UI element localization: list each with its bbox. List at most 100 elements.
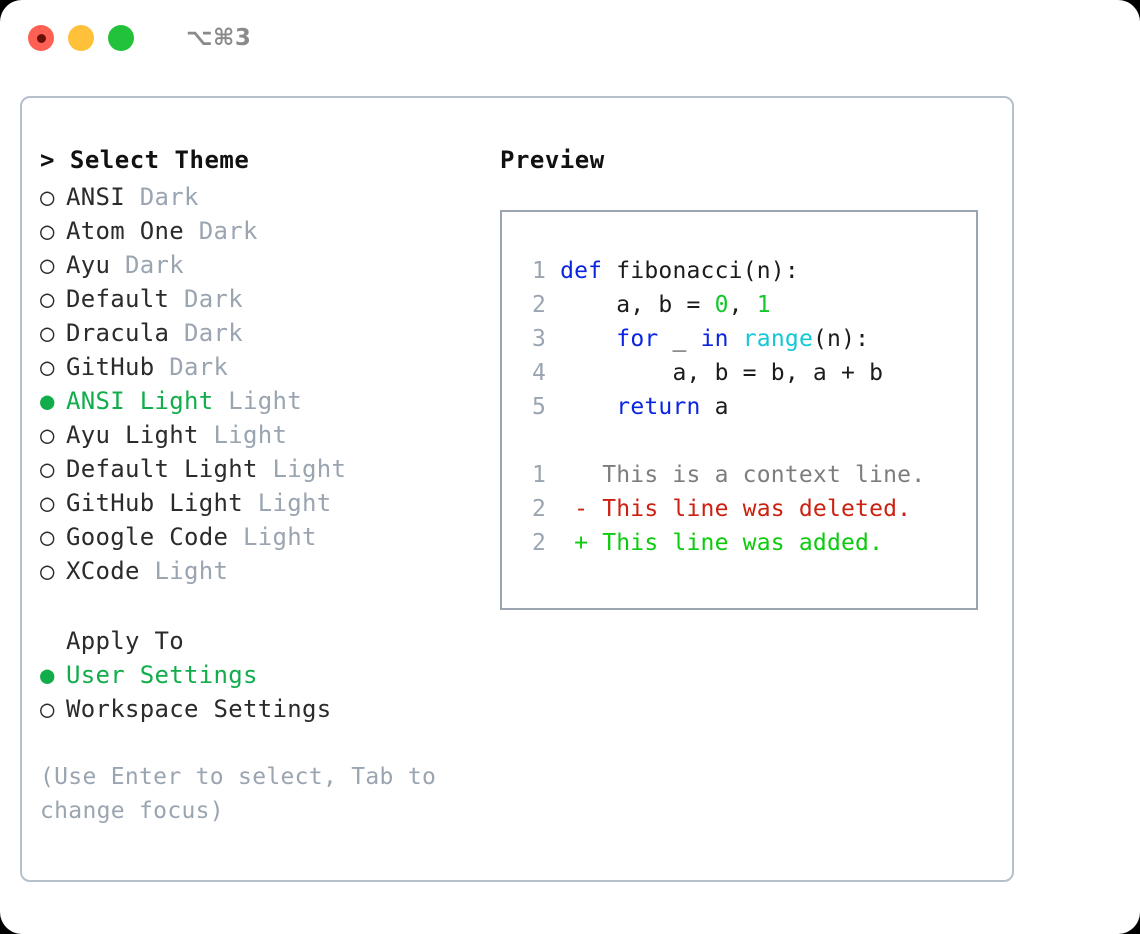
- code-token: [729, 326, 743, 352]
- theme-option[interactable]: ○ GitHub Dark: [40, 350, 500, 384]
- panel-content: > Select Theme ○ANSI Dark○Atom One Dark○…: [40, 146, 1012, 880]
- theme-option-label: ANSI Light: [66, 387, 214, 415]
- code-token: a, b = b, a + b: [560, 360, 884, 386]
- code-token: _: [658, 326, 701, 352]
- line-number: 2: [531, 530, 546, 556]
- diff-line-text: + This line was added.: [546, 530, 884, 556]
- line-number: 5: [531, 394, 546, 420]
- theme-option-label: Google Code: [66, 523, 229, 551]
- code-token: def: [560, 258, 603, 284]
- theme-option-variant: Dark: [198, 217, 258, 245]
- theme-option[interactable]: ○ Default Dark: [40, 282, 500, 316]
- code-token: fibonacci(n):: [602, 258, 799, 284]
- code-line: 1 def fibonacci(n):: [520, 254, 976, 288]
- code-token: [560, 394, 616, 420]
- preview-spacer: [520, 424, 976, 458]
- maximize-button[interactable]: [108, 25, 134, 51]
- theme-option-variant: Light: [272, 455, 347, 483]
- theme-option[interactable]: ○Default Light Light: [40, 452, 500, 486]
- code-line: 5 return a: [520, 390, 976, 424]
- radio-unselected-icon: ○: [40, 489, 55, 517]
- code-token: a: [700, 394, 729, 420]
- keyboard-hint: (Use Enter to select, Tab to change focu…: [40, 764, 437, 824]
- theme-option[interactable]: ○ Dracula Dark: [40, 316, 500, 350]
- theme-option[interactable]: ○ ANSI Dark: [40, 180, 500, 214]
- theme-selector-column: > Select Theme ○ANSI Dark○Atom One Dark○…: [40, 146, 500, 880]
- theme-option-label: GitHub Light: [66, 489, 243, 517]
- theme-option[interactable]: ● ANSI Light Light: [40, 384, 500, 418]
- theme-list[interactable]: ○ANSI Dark○Atom One Dark○Ayu Dark○Defaul…: [40, 180, 500, 588]
- theme-option-label: Ayu: [66, 251, 111, 279]
- line-number: 2: [531, 496, 546, 522]
- theme-option-label: Dracula: [66, 319, 170, 347]
- apply-to-heading: Apply To: [40, 624, 500, 658]
- diff-line-text: - This line was deleted.: [546, 496, 912, 522]
- radio-unselected-icon: ○: [40, 421, 55, 449]
- theme-option-variant: Light: [243, 523, 317, 551]
- radio-unselected-icon: ○: [40, 319, 55, 347]
- theme-option-label: Ayu Light: [66, 421, 199, 449]
- radio-unselected-icon: ○: [40, 455, 55, 483]
- apply-to-option-label: User Settings: [66, 661, 258, 689]
- title-bar: ⌥⌘3: [0, 0, 1140, 76]
- theme-option-label: XCode: [66, 557, 140, 585]
- code-token: 0: [714, 292, 729, 318]
- apply-to-section: Apply To ●User Settings ○ Workspace Settin…: [40, 624, 500, 726]
- apply-to-option-label: Workspace Settings: [66, 695, 332, 723]
- select-theme-heading: > Select Theme: [40, 146, 250, 174]
- theme-option-label: Default: [66, 285, 170, 313]
- theme-option[interactable]: ○ Google Code Light: [40, 520, 500, 554]
- diff-line: 1 This is a context line.: [520, 458, 976, 492]
- code-line: 3 for _ in range(n):: [520, 322, 976, 356]
- radio-unselected-icon: ○: [40, 353, 55, 381]
- line-number: 3: [531, 326, 546, 352]
- theme-option-variant: Dark: [169, 353, 229, 381]
- preview-heading: Preview: [500, 146, 605, 174]
- theme-option-variant: Light: [257, 489, 332, 517]
- radio-unselected-icon: ○: [40, 183, 55, 211]
- code-token: for: [616, 326, 659, 352]
- line-number: 4: [531, 360, 546, 386]
- theme-option[interactable]: ○Ayu Light Light: [40, 418, 500, 452]
- radio-unselected-icon: ○: [40, 557, 55, 585]
- code-token: ,: [728, 292, 757, 318]
- apply-to-option[interactable]: ○ Workspace Settings: [40, 692, 500, 726]
- theme-option-label: GitHub: [66, 353, 155, 381]
- radio-unselected-icon: ○: [40, 523, 55, 551]
- line-number: 1: [531, 258, 546, 284]
- code-line: 4 a, b = b, a + b: [520, 356, 976, 390]
- theme-option[interactable]: ○XCode Light: [40, 554, 500, 588]
- theme-option[interactable]: ○Ayu Dark: [40, 248, 500, 282]
- apply-to-list[interactable]: ●User Settings ○ Workspace Settings: [40, 658, 500, 726]
- code-token: range: [742, 326, 813, 352]
- diff-line: 2 - This line was deleted.: [520, 492, 976, 526]
- code-token: (n):: [813, 326, 870, 352]
- line-number: 1: [531, 462, 546, 488]
- radio-selected-icon: ●: [40, 387, 55, 415]
- theme-option-variant: Dark: [184, 319, 243, 347]
- radio-unselected-icon: ○: [40, 695, 55, 723]
- theme-option[interactable]: ○ GitHub Light Light: [40, 486, 500, 520]
- theme-option[interactable]: ○ Atom One Dark: [40, 214, 500, 248]
- theme-option-variant: Dark: [125, 251, 184, 279]
- diff-sample: 1 This is a context line.2 - This line w…: [520, 458, 976, 560]
- theme-option-variant: Dark: [139, 183, 199, 211]
- main-panel: > Select Theme ○ANSI Dark○Atom One Dark○…: [20, 96, 1014, 882]
- theme-option-label: ANSI: [66, 183, 125, 211]
- close-button[interactable]: [28, 25, 54, 51]
- code-line: 2 a, b = 0, 1: [520, 288, 976, 322]
- apply-to-heading-label: Apply To: [66, 627, 184, 655]
- preview-column: Preview 1 def fibonacci(n):2 a, b = 0, 1…: [500, 146, 1012, 880]
- theme-option-variant: Dark: [184, 285, 243, 313]
- keyboard-shortcut-label: ⌥⌘3: [186, 25, 252, 51]
- minimize-button[interactable]: [68, 25, 94, 51]
- theme-option-variant: Light: [228, 387, 302, 415]
- theme-option-label: Atom One: [66, 217, 184, 245]
- radio-unselected-icon: ○: [40, 285, 55, 313]
- apply-to-option[interactable]: ●User Settings: [40, 658, 500, 692]
- radio-unselected-icon: ○: [40, 217, 55, 245]
- code-token: a, b =: [560, 292, 715, 318]
